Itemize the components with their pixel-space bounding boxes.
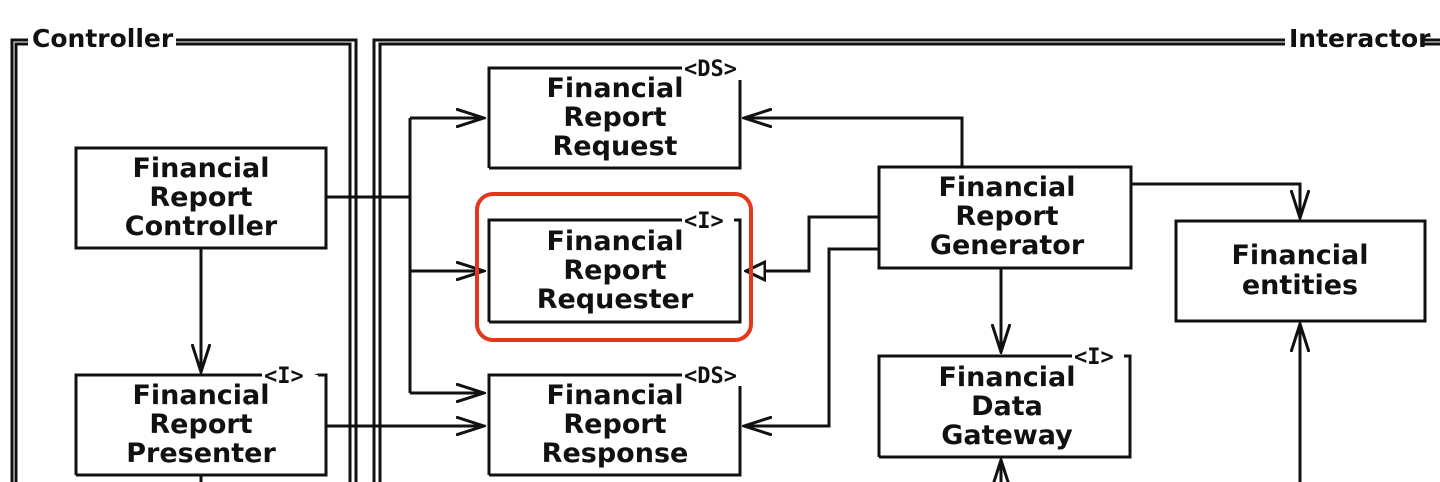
presenter-stereotype: <I> bbox=[264, 364, 304, 389]
svg-text:Requester: Requester bbox=[537, 284, 694, 315]
connectors bbox=[201, 118, 1300, 482]
request-stereotype: <DS> bbox=[684, 57, 737, 82]
svg-text:Request: Request bbox=[553, 131, 678, 162]
svg-text:Report: Report bbox=[563, 102, 666, 133]
svg-text:Data: Data bbox=[971, 391, 1043, 422]
requester-stereotype: <I> bbox=[684, 209, 724, 234]
financial-entities: Financial entities bbox=[1174, 219, 1427, 323]
svg-text:Report: Report bbox=[149, 182, 252, 213]
svg-text:Controller: Controller bbox=[125, 211, 278, 242]
svg-text:Report: Report bbox=[563, 255, 666, 286]
svg-text:Response: Response bbox=[542, 438, 689, 469]
financial-report-controller: Financial Report Controller bbox=[74, 146, 328, 250]
arrow-generator-to-response bbox=[744, 247, 879, 426]
arrow-generator-to-entities bbox=[1131, 182, 1300, 218]
svg-text:Financial: Financial bbox=[546, 380, 683, 411]
arrow-generator-to-request bbox=[744, 118, 964, 167]
financial-report-presenter: <I> Financial Report Presenter bbox=[74, 364, 328, 477]
svg-text:Financial: Financial bbox=[546, 226, 683, 257]
financial-report-request: <DS> Financial Report Request bbox=[487, 57, 742, 170]
interactor-package: Interactor bbox=[372, 24, 1440, 482]
financial-report-response: <DS> Financial Report Response bbox=[487, 364, 742, 477]
financial-report-generator: Financial Report Generator bbox=[877, 165, 1133, 270]
financial-data-gateway: <I> Financial Data Gateway bbox=[877, 345, 1132, 459]
svg-text:Financial: Financial bbox=[132, 380, 269, 411]
controller-package: Controller bbox=[10, 24, 358, 482]
svg-text:Financial: Financial bbox=[546, 73, 683, 104]
svg-text:Financial: Financial bbox=[938, 172, 1075, 203]
svg-text:Gateway: Gateway bbox=[941, 420, 1073, 451]
financial-report-requester: <I> Financial Report Requester bbox=[487, 209, 742, 324]
interactor-package-label: Interactor bbox=[1289, 24, 1431, 53]
svg-text:Presenter: Presenter bbox=[126, 438, 276, 469]
response-stereotype: <DS> bbox=[684, 364, 737, 389]
highlight-box bbox=[475, 192, 753, 342]
gateway-stereotype: <I> bbox=[1074, 345, 1114, 370]
svg-text:Financial: Financial bbox=[132, 153, 269, 184]
svg-text:entities: entities bbox=[1242, 270, 1358, 301]
realization-generator-to-requester bbox=[745, 215, 879, 271]
svg-text:Report: Report bbox=[955, 201, 1058, 232]
svg-text:Financial: Financial bbox=[1231, 240, 1368, 271]
svg-text:Generator: Generator bbox=[930, 230, 1085, 261]
svg-text:Report: Report bbox=[563, 409, 666, 440]
svg-text:Financial: Financial bbox=[938, 362, 1075, 393]
svg-text:Report: Report bbox=[149, 409, 252, 440]
controller-package-label: Controller bbox=[32, 24, 174, 53]
